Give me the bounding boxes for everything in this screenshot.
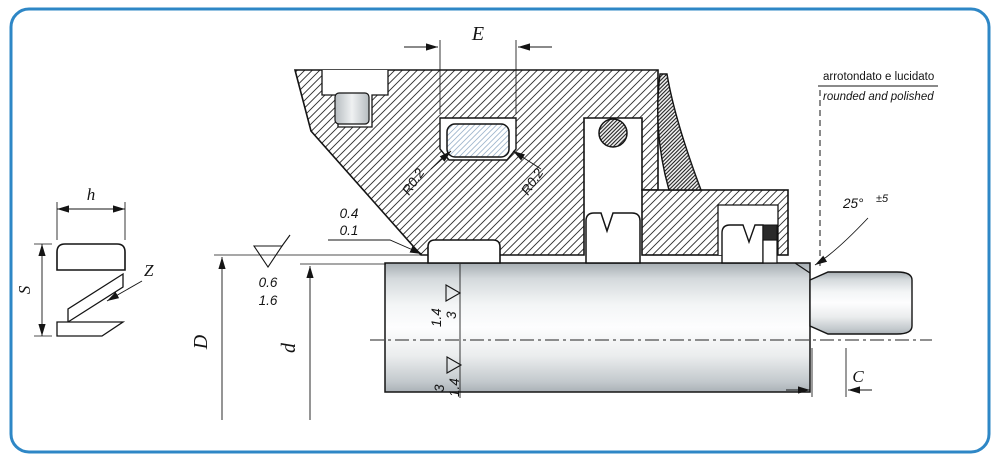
rod-section [384, 262, 913, 393]
dimension-c: C [786, 348, 872, 397]
rod-roughness-bottom-2: 1.4 [447, 378, 462, 397]
rod-chamfer-edge [794, 262, 811, 274]
dimension-small-d: d [278, 263, 386, 420]
dimension-s: S [15, 243, 52, 337]
seal-cross-section-view: h S Z [15, 185, 154, 337]
roughness-symbol-top [445, 284, 462, 302]
seal-z-cut-slat [67, 272, 124, 324]
dim-s-label: S [15, 285, 34, 294]
roughness-symbol-bottom [446, 356, 463, 374]
dimension-h: h [56, 185, 126, 240]
seal-cap [56, 243, 126, 271]
dim-c-label: C [852, 367, 864, 386]
chamfer-angle-callout: 25° ±5 [814, 193, 889, 266]
dim-d-big-label: D [190, 334, 212, 350]
rod-roughness-top-1: 1.4 [429, 308, 444, 327]
secondary-seal-heel [762, 239, 778, 264]
clearance-upper-value: 0.4 [340, 206, 359, 221]
o-ring [598, 118, 628, 148]
wiper-seal [427, 239, 501, 264]
rod-body [384, 262, 811, 393]
secondary-seal-profile [721, 224, 764, 264]
counterbore-upper [322, 70, 388, 95]
clearance-lower-value: 0.1 [340, 223, 359, 238]
note-english: rounded and polished [823, 91, 934, 103]
rod-end-spigot [809, 271, 913, 335]
housing-roughness-lower-value: 1.6 [259, 293, 278, 308]
z-label: Z [144, 261, 154, 280]
chamfer-angle-value: 25° [842, 196, 864, 211]
rod-seal [585, 212, 641, 264]
chamfer-angle-tolerance: ±5 [876, 193, 889, 205]
rod-roughness-bottom-1: 3 [432, 384, 447, 392]
housing-roughness-upper-value: 0.6 [259, 275, 278, 290]
wiper-seal-profile [427, 239, 501, 264]
housing-roughness-callout: 0.6 1.6 [252, 234, 291, 308]
bolt-head [334, 92, 370, 125]
groove-seal [446, 123, 510, 158]
upper-groove [439, 117, 517, 161]
rod-roughness-callouts: 1.4 3 3 1.4 [429, 264, 463, 398]
dimension-e: E [404, 23, 552, 114]
backup-wedge [657, 73, 703, 191]
note-italian: arrotondato e lucidato [823, 71, 934, 83]
dim-d-small-label: d [278, 342, 300, 353]
roughness-symbol [252, 245, 284, 268]
secondary-seal [717, 204, 779, 264]
z-cut-callout: Z [106, 261, 154, 302]
page-border [9, 7, 991, 454]
seal-bottom-bar [56, 321, 126, 337]
dimension-capital-d: D [190, 254, 426, 420]
rod-end-note: arrotondato e lucidato rounded and polis… [818, 71, 938, 266]
clearance-callout: 0.4 0.1 [328, 206, 423, 255]
dim-h-label: h [87, 185, 96, 204]
secondary-backup-ring [762, 224, 778, 241]
dim-e-label: E [471, 23, 484, 45]
rod-seal-profile [585, 212, 641, 264]
rod-roughness-top-2: 3 [444, 311, 459, 319]
bolt-counterbore [321, 70, 389, 128]
